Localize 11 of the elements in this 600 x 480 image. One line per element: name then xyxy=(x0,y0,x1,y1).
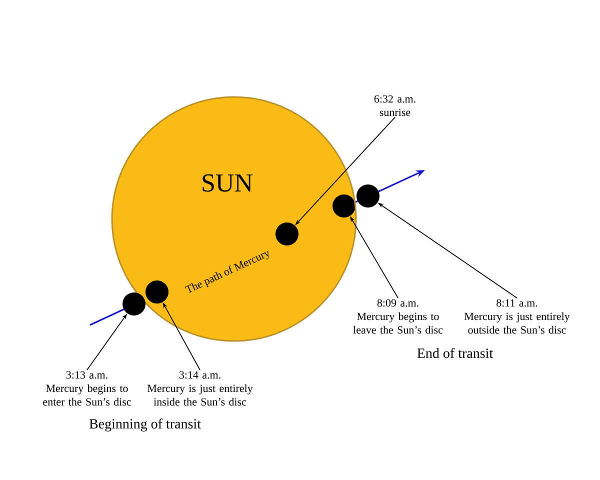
annotation-text: 8:11 a.m. Mercury is just entirely outside the Sun’s disc xyxy=(464,299,570,334)
planet-dot xyxy=(332,194,356,218)
annotation-text: 3:13 a.m. Mercury begins to enter the Sun’s disc xyxy=(43,371,131,406)
planet-dot xyxy=(356,184,380,208)
planet-dot xyxy=(122,292,146,316)
caption-text: End of transit xyxy=(417,348,494,358)
annotation-text: 3:14 a.m. Mercury is just entirely inside the Sun’s disc xyxy=(147,371,253,406)
planet-dot xyxy=(276,222,298,246)
planet-dot xyxy=(146,280,168,304)
caption-text: Beginning of transit xyxy=(89,418,201,432)
annotation-text: 6:32 a.m. sunrise xyxy=(374,95,416,116)
